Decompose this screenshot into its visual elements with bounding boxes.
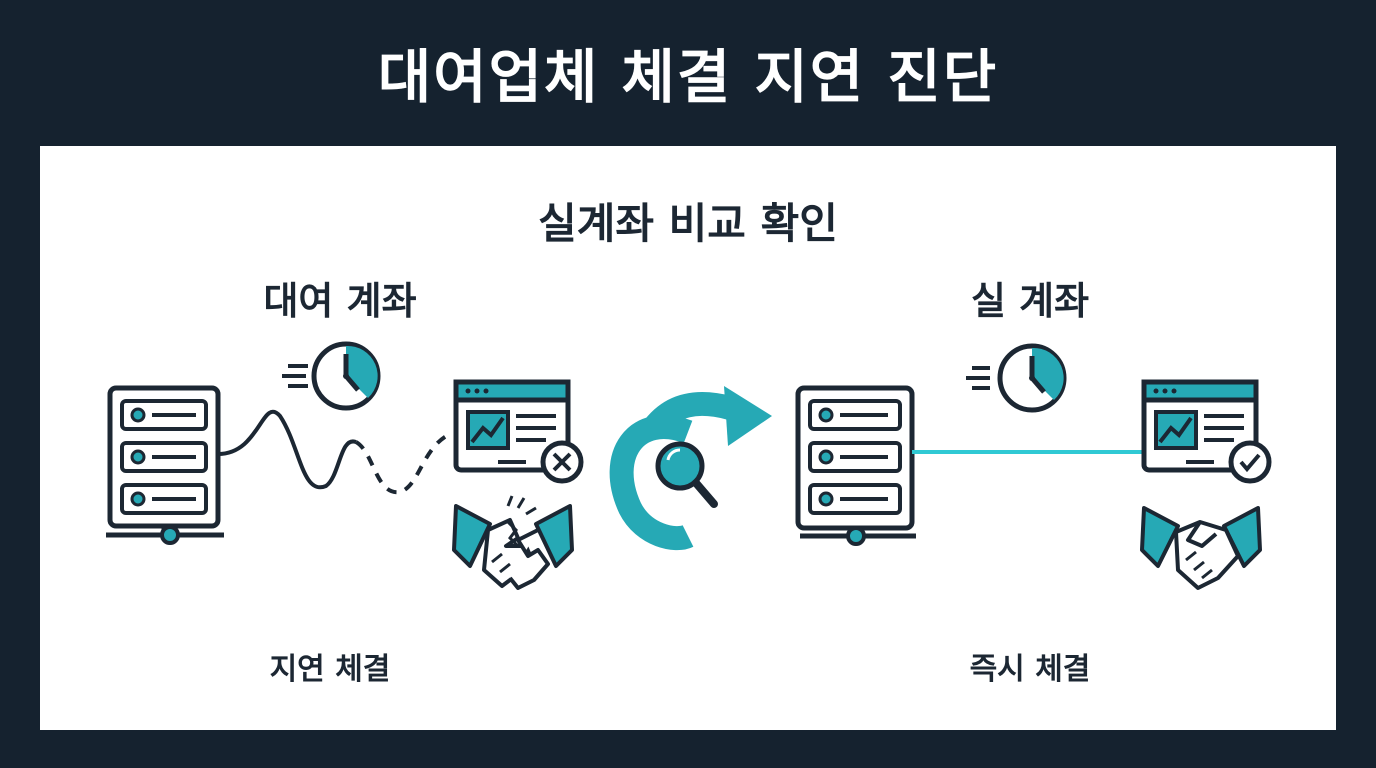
left-title: 대여 계좌 [263, 279, 417, 323]
diagram-art [106, 341, 1272, 590]
left-clock-icon [282, 341, 381, 411]
broken-handshake-icon [452, 495, 574, 590]
x-circle-icon [540, 440, 584, 484]
left-browser-chart-icon [453, 379, 571, 473]
compare-arrow-icon [609, 386, 772, 551]
handshake-icon [1140, 506, 1262, 590]
right-server-icon [795, 385, 916, 546]
right-title: 실 계좌 [970, 279, 1090, 323]
comparison-panel: 실계좌 비교 확인 대여 계좌 실 계좌 지연 체결 즉시 체결 [40, 146, 1336, 730]
right-clock-icon [966, 343, 1067, 413]
check-circle-icon [1228, 440, 1272, 484]
delayed-connection-line [217, 409, 453, 495]
right-browser-chart-icon [1141, 379, 1259, 473]
left-caption: 지연 체결 [269, 652, 391, 687]
page-title: 대여업체 체결 지연 진단 [377, 43, 999, 111]
magnifier-icon [655, 441, 718, 508]
right-caption: 즉시 체결 [969, 652, 1091, 687]
panel-subtitle: 실계좌 비교 확인 [538, 199, 838, 248]
left-server-icon [106, 385, 224, 545]
